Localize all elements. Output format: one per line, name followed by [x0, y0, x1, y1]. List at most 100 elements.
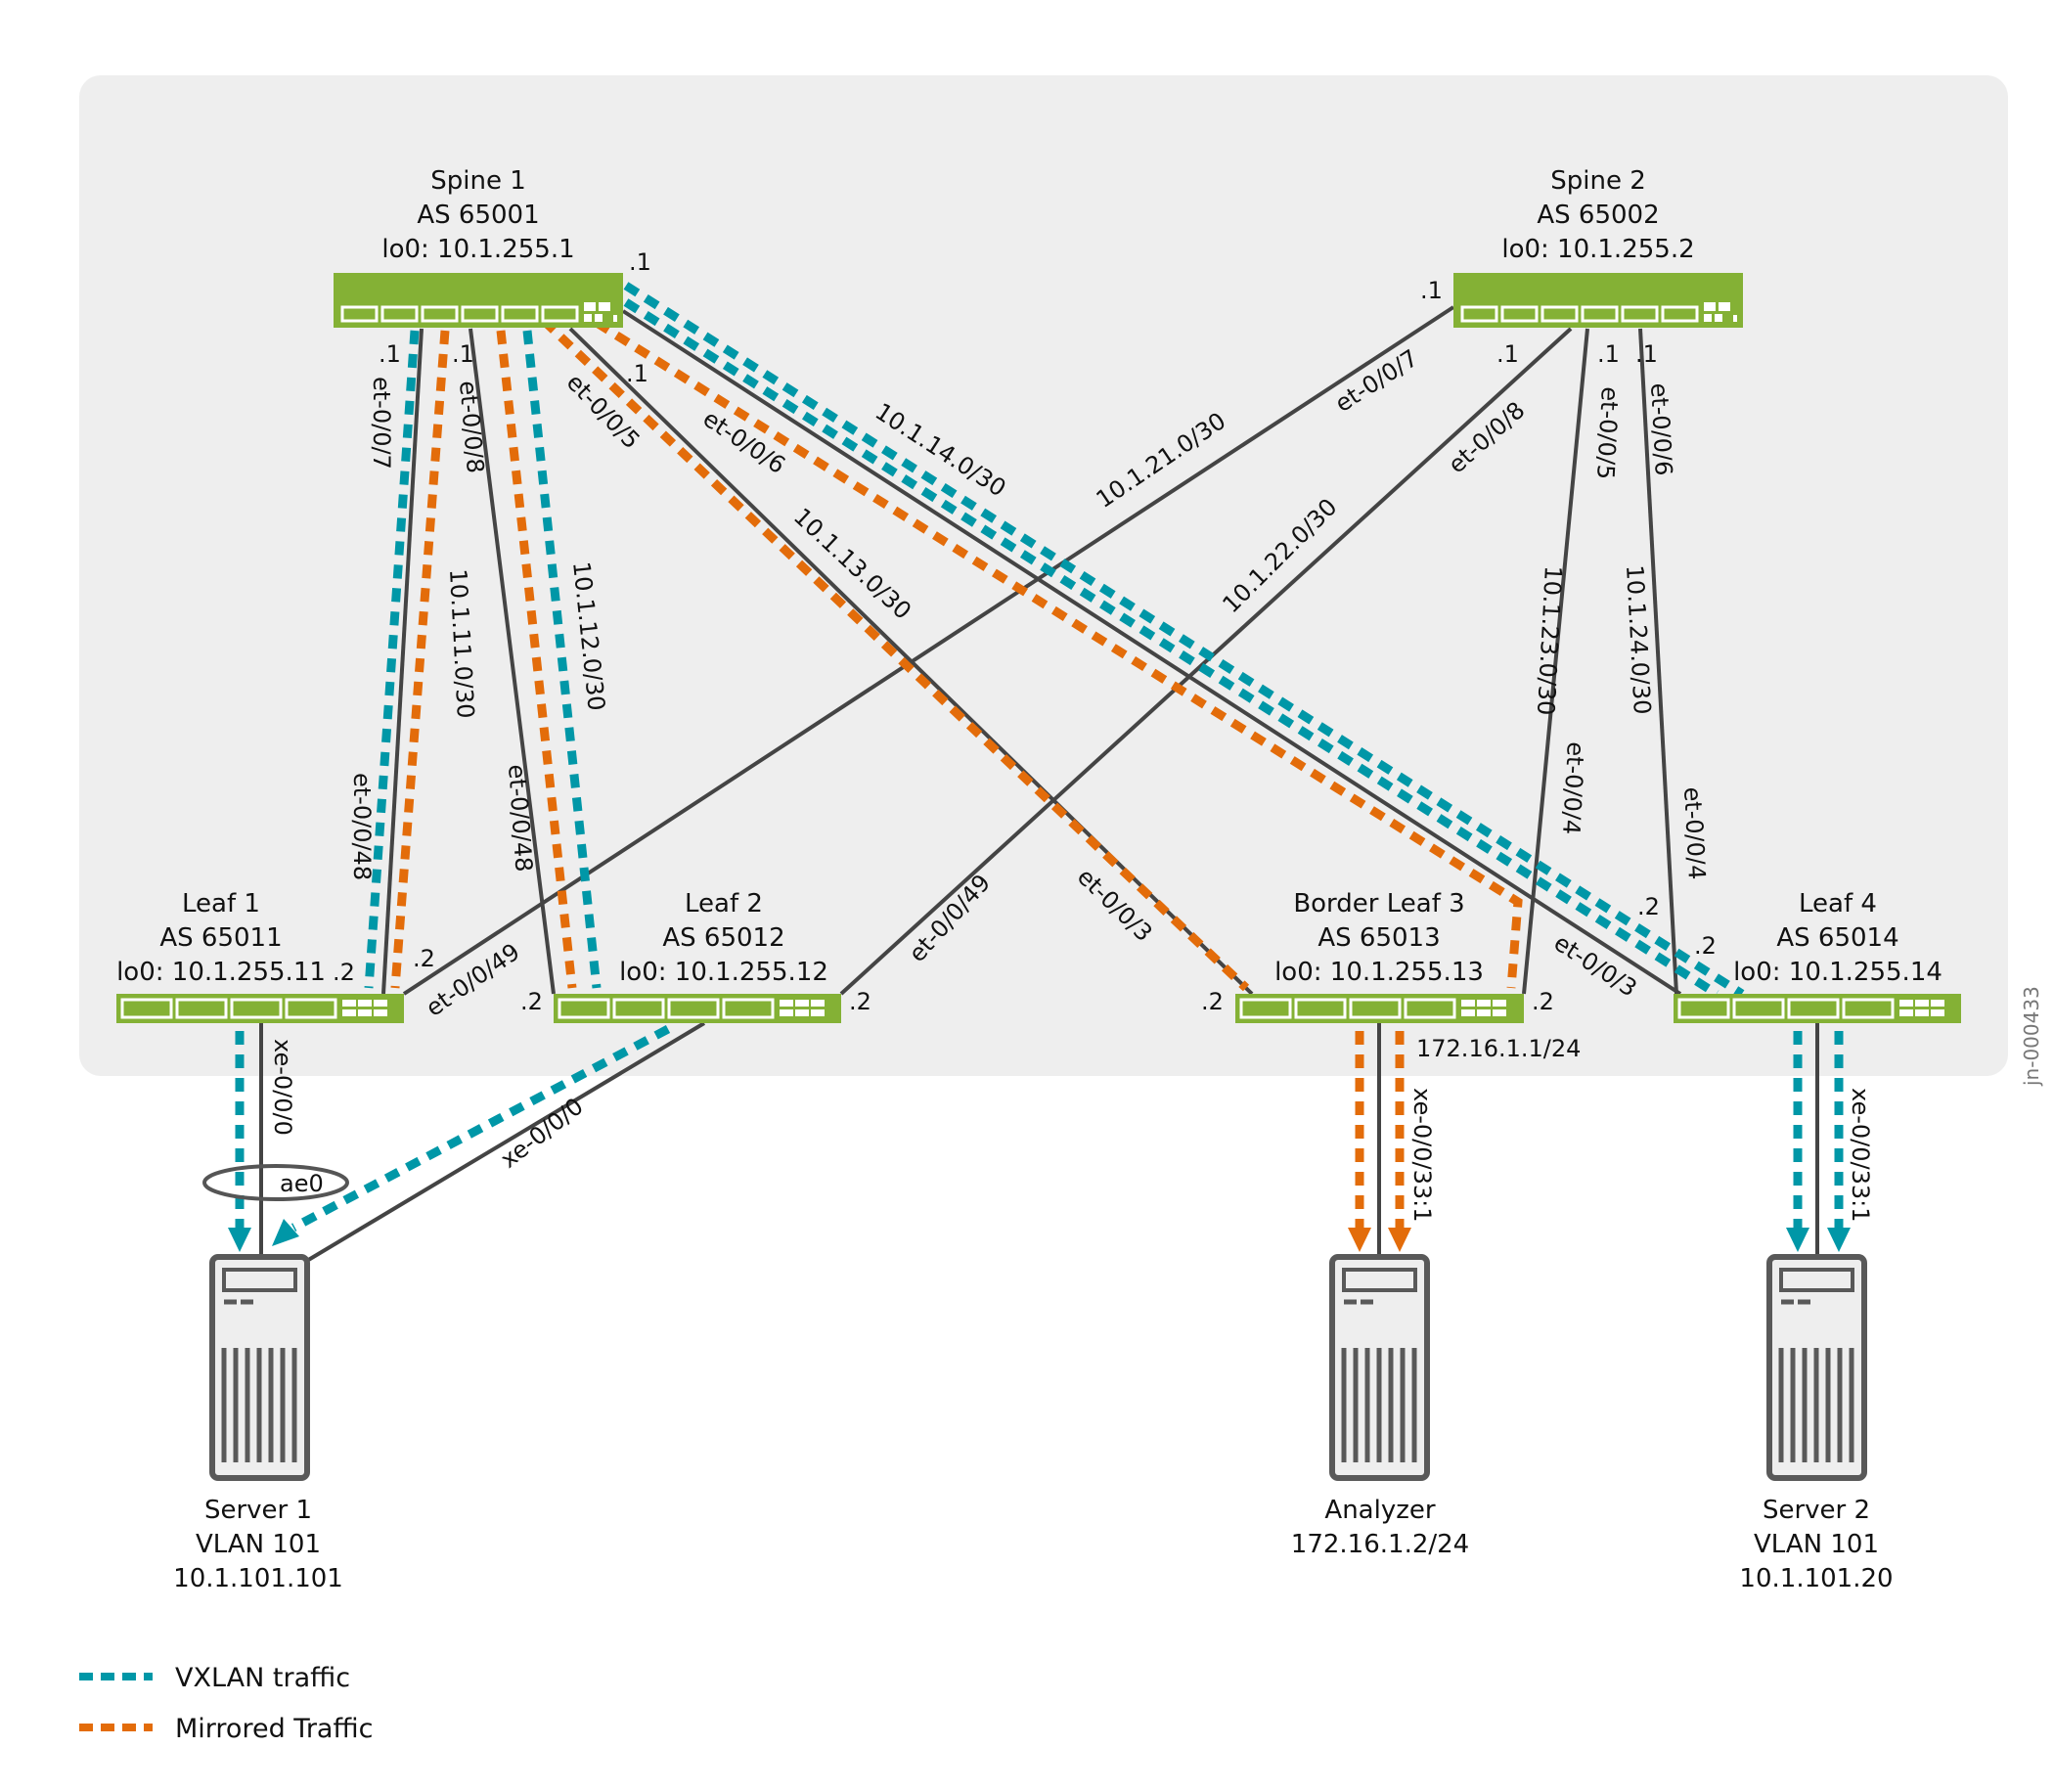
- addr-label: .1: [1597, 340, 1620, 368]
- lag-label: ae0: [280, 1170, 324, 1197]
- addr-label: .2: [849, 988, 871, 1015]
- link-spine1-leaf2: [469, 328, 556, 995]
- mirrored-paths: [390, 317, 1523, 1252]
- server1-name: Server 1: [204, 1496, 312, 1525]
- link-spine1-leaf1: [381, 328, 424, 995]
- link-spine2-leaf2: [839, 327, 1573, 996]
- port-label: et-0/0/6: [1645, 382, 1677, 476]
- leaf3-as: AS 65013: [1317, 923, 1440, 953]
- leaf4-switch[interactable]: [1674, 994, 1961, 1023]
- spine2-name: Spine 2: [1550, 166, 1646, 196]
- vxlan-leaf2-server1: [290, 1025, 671, 1232]
- addr-label: .2: [520, 988, 543, 1015]
- arrow-vxlan-server1-a: [228, 1228, 251, 1252]
- arrow-mirror-analyzer-b: [1388, 1228, 1411, 1252]
- leaf4-lo0: lo0: 10.1.255.14: [1733, 958, 1942, 987]
- analyzer-icon[interactable]: [1329, 1254, 1430, 1481]
- addr-label: .1: [1635, 340, 1658, 368]
- arrow-vxlan-server2-b: [1827, 1228, 1851, 1252]
- vxlan-spine1-leaf4-a: [623, 282, 1745, 998]
- port-label: et-0/0/7: [368, 377, 395, 470]
- server2-label: Server 2 VLAN 101 10.1.101.20: [1739, 1496, 1893, 1593]
- addr-label: .1: [626, 360, 648, 387]
- port-label: et-0/0/4: [1557, 741, 1589, 835]
- addr-label: .2: [413, 945, 435, 972]
- leaf2-lo0: lo0: 10.1.255.12: [619, 958, 828, 987]
- leaf1-name: Leaf 1: [182, 889, 260, 918]
- leaf1-label: Leaf 1 AS 65011 lo0: 10.1.255.11: [116, 889, 326, 987]
- leaf2-switch[interactable]: [554, 994, 841, 1023]
- spine2-switch[interactable]: [1453, 273, 1743, 328]
- legend: VXLAN traffic Mirrored Traffic: [79, 1663, 373, 1744]
- port-icons: [1460, 302, 1737, 323]
- link-spine2-leaf3: [1522, 328, 1589, 995]
- leaf4-as: AS 65014: [1776, 923, 1898, 953]
- analyzer-name: Analyzer: [1324, 1496, 1435, 1525]
- arrow-mirror-analyzer-a: [1348, 1228, 1371, 1252]
- addr-label: .2: [333, 959, 355, 986]
- physical-links: [259, 305, 1819, 1264]
- arrow-vxlan-server1-b: [272, 1219, 299, 1246]
- analyzer-gateway-ip: 172.16.1.1/24: [1416, 1035, 1581, 1062]
- spine2-as: AS 65002: [1537, 201, 1659, 230]
- leaf1-as: AS 65011: [159, 923, 282, 953]
- leaf1-lo0: lo0: 10.1.255.11: [116, 958, 326, 987]
- addr-label: .1: [379, 340, 401, 368]
- spine2-lo0: lo0: 10.1.255.2: [1501, 235, 1694, 264]
- leaf3-switch[interactable]: [1235, 994, 1524, 1023]
- mirror-spine1-leaf3-a: [540, 317, 1250, 992]
- server2-ip: 10.1.101.20: [1739, 1564, 1893, 1593]
- legend-label: VXLAN traffic: [175, 1663, 350, 1693]
- server1-ip: 10.1.101.101: [173, 1564, 343, 1593]
- leaf2-as: AS 65012: [662, 923, 784, 953]
- legend-item-vxlan: VXLAN traffic: [79, 1663, 350, 1693]
- spine1-name: Spine 1: [430, 166, 526, 196]
- analyzer-ip: 172.16.1.2/24: [1291, 1530, 1469, 1559]
- spine1-lo0: lo0: 10.1.255.1: [381, 235, 574, 264]
- spine2-label: Spine 2 AS 65002 lo0: 10.1.255.2: [1501, 166, 1694, 264]
- server2-icon[interactable]: [1766, 1254, 1867, 1481]
- leaf2-label: Leaf 2 AS 65012 lo0: 10.1.255.12: [619, 889, 828, 987]
- addr-label: .1: [1420, 277, 1443, 304]
- arrow-vxlan-server2-a: [1786, 1228, 1809, 1252]
- mirror-spine1-leaf1: [390, 330, 450, 989]
- port-label: xe-0/0/33:1: [1408, 1088, 1436, 1223]
- mirror-spine1-leaf3-b: [594, 319, 1523, 989]
- leaf3-name: Border Leaf 3: [1293, 889, 1464, 918]
- lag-ellipse: [202, 1164, 349, 1201]
- vxlan-spine1-leaf4-b: [623, 298, 1719, 998]
- server2-name: Server 2: [1763, 1496, 1870, 1525]
- port-label: et-0/0/48: [348, 773, 376, 880]
- addr-label: .1: [629, 248, 651, 276]
- addr-label: .1: [1496, 340, 1519, 368]
- leaf4-label: Leaf 4 AS 65014 lo0: 10.1.255.14: [1733, 889, 1942, 987]
- server1-icon[interactable]: [209, 1254, 310, 1481]
- server1-label: Server 1 VLAN 101 10.1.101.101: [173, 1496, 343, 1593]
- addr-label: .1: [452, 340, 474, 368]
- legend-label: Mirrored Traffic: [175, 1714, 373, 1744]
- leaf1-switch[interactable]: [116, 994, 404, 1023]
- link-leaf2-server1: [303, 1021, 706, 1264]
- mirror-spine1-leaf2: [496, 330, 577, 989]
- analyzer-label: Analyzer 172.16.1.2/24: [1291, 1496, 1469, 1559]
- port-label: et-0/0/5: [1591, 386, 1624, 480]
- figure-id: jn-000433: [2020, 986, 2043, 1087]
- server1-vlan: VLAN 101: [196, 1530, 321, 1559]
- port-label: xe-0/0/0: [269, 1039, 296, 1136]
- leaf3-label: Border Leaf 3 AS 65013 lo0: 10.1.255.13: [1274, 889, 1484, 987]
- port-icons: [340, 302, 617, 323]
- server2-vlan: VLAN 101: [1754, 1530, 1879, 1559]
- addr-label: .2: [1637, 893, 1660, 920]
- vxlan-paths: [228, 282, 1851, 1252]
- spine1-switch[interactable]: [334, 273, 623, 328]
- link-spine1-leaf4: [621, 309, 1682, 996]
- spine1-label: Spine 1 AS 65001 lo0: 10.1.255.1: [381, 166, 574, 264]
- leaf4-name: Leaf 4: [1799, 889, 1877, 918]
- legend-item-mirrored: Mirrored Traffic: [79, 1714, 373, 1744]
- vxlan-spine1-leaf1: [364, 330, 420, 989]
- leaf2-name: Leaf 2: [685, 889, 763, 918]
- link-spine2-leaf4: [1638, 328, 1678, 995]
- port-label: et-0/0/4: [1678, 786, 1711, 880]
- link-spine2-leaf1: [402, 305, 1455, 996]
